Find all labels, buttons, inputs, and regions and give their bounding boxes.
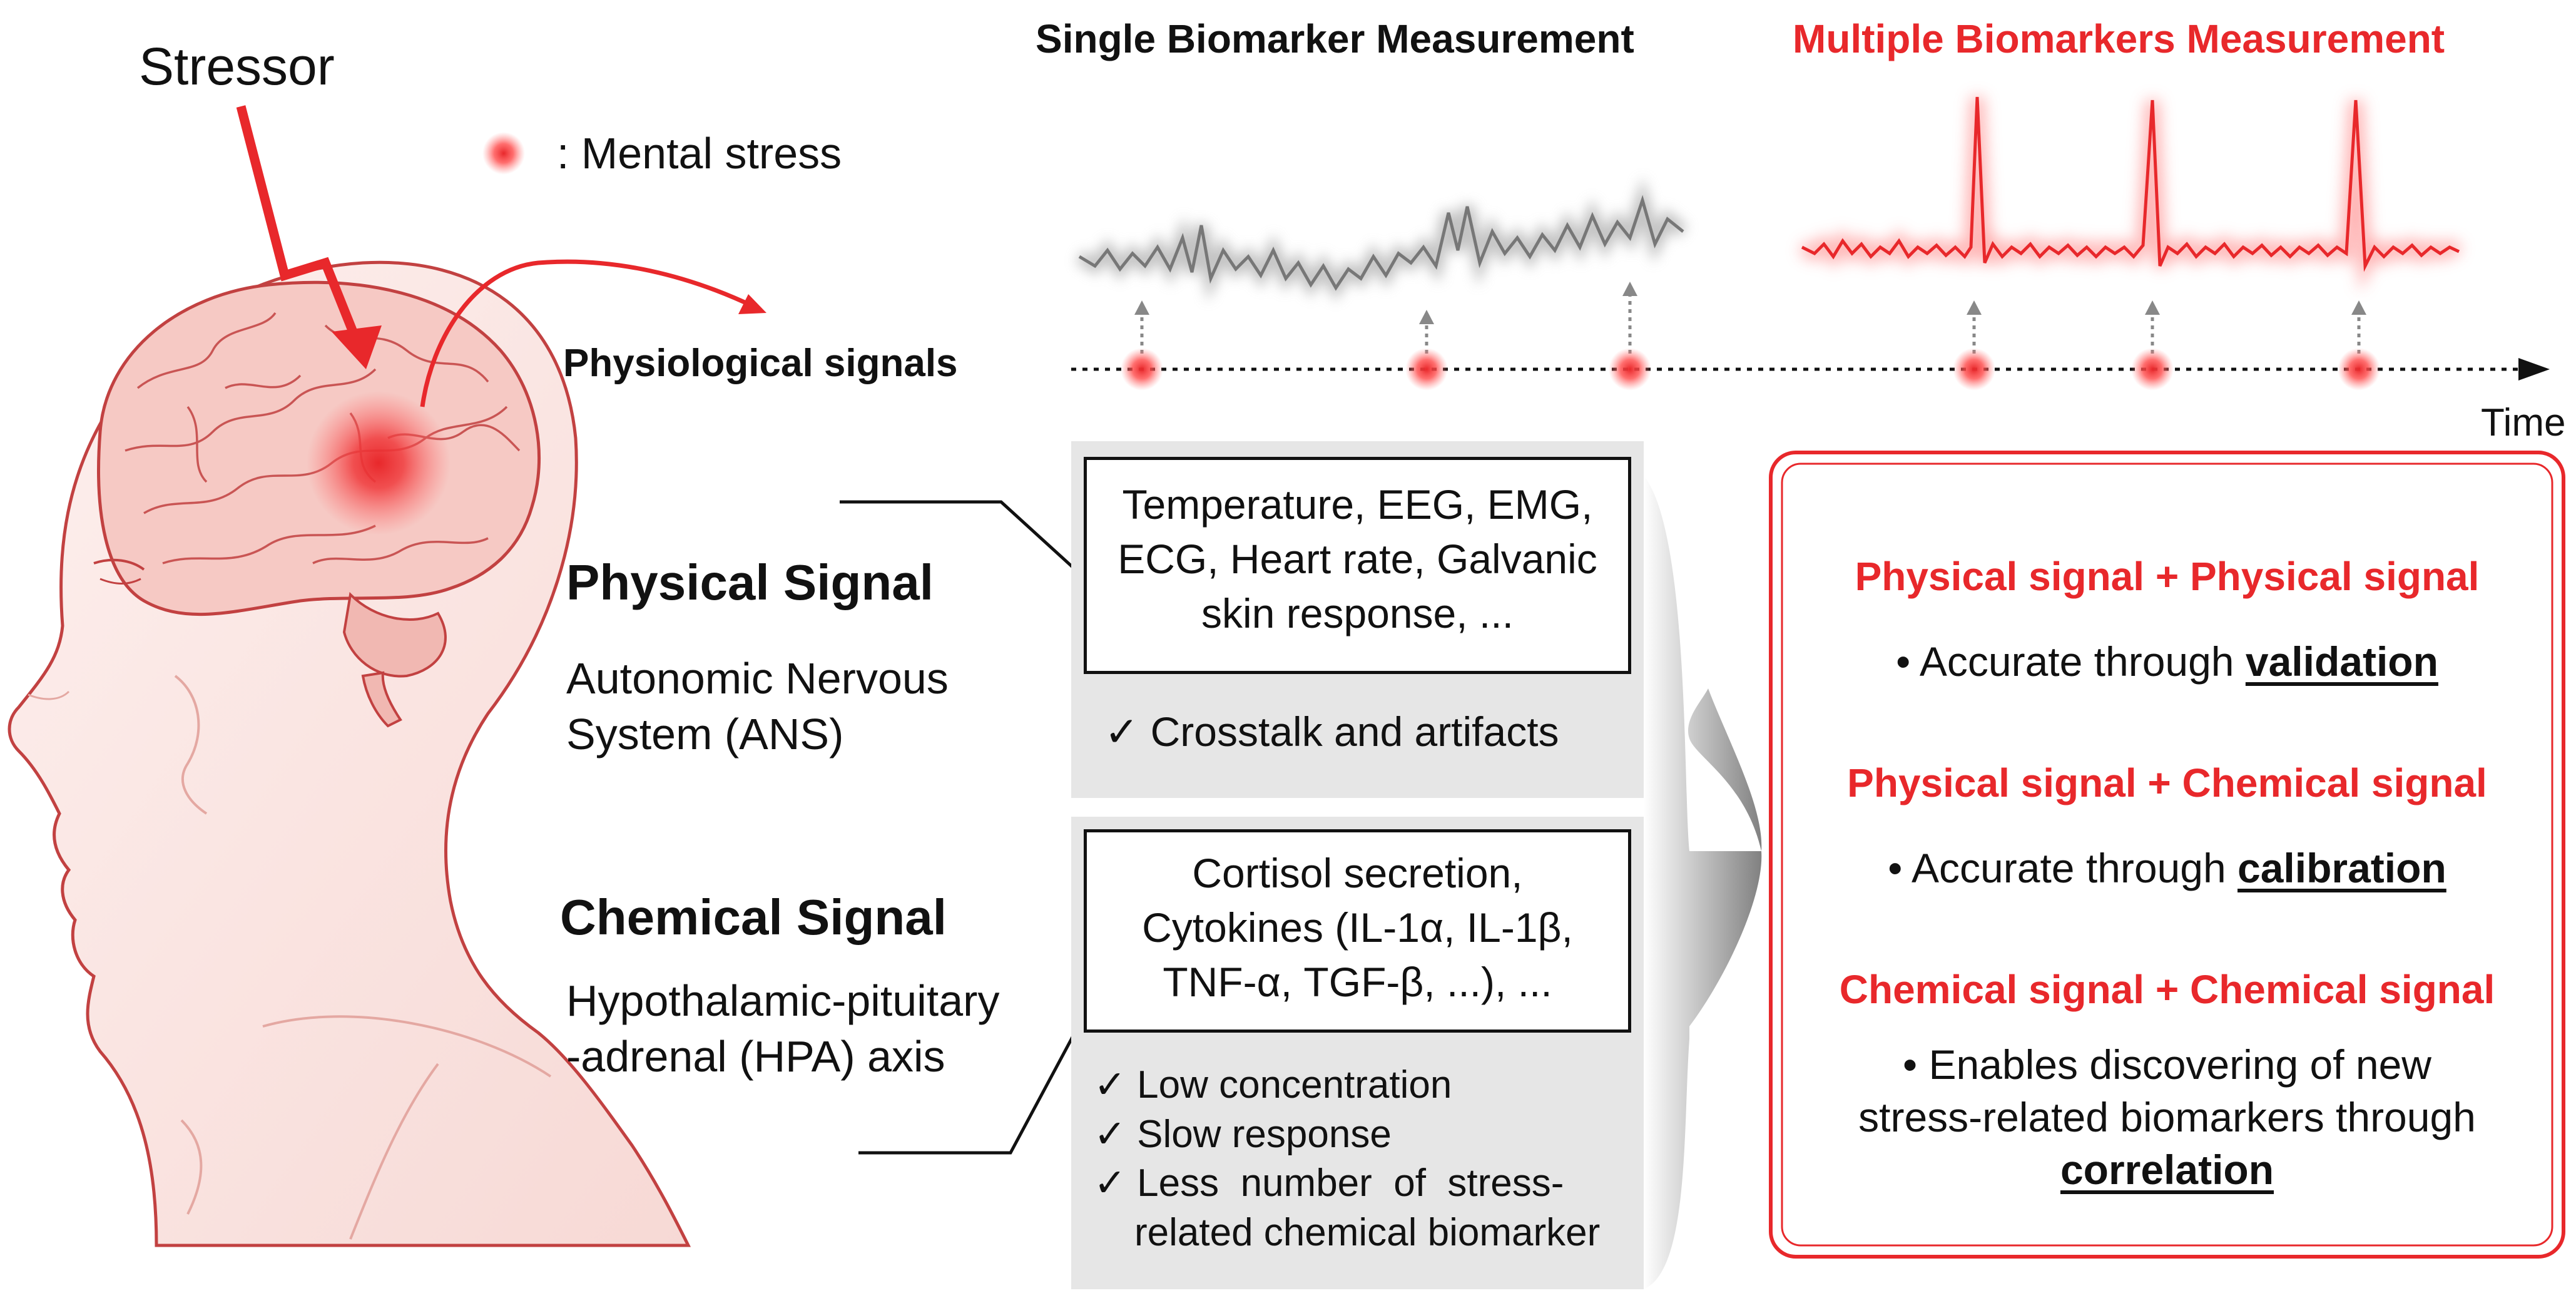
combo-2-keyword: calibration: [2237, 845, 2446, 891]
combo-3-desc: • Enables discovering of new stress-rela…: [1771, 1039, 2563, 1196]
physical-signal-subtitle: Autonomic Nervous System (ANS): [566, 651, 949, 762]
chemical-box-line1: Cortisol secretion,: [1192, 850, 1523, 896]
chemical-subtitle-line1: Hypothalamic-pituitary: [566, 976, 1000, 1025]
physical-examples-box: Temperature, EEG, EMG, ECG, Heart rate, …: [1084, 457, 1631, 674]
legend-text: : Mental stress: [557, 129, 842, 178]
combo-2-desc: • Accurate through calibration: [1771, 845, 2563, 892]
legend-dot: [482, 132, 525, 175]
combo-box-inner: [1781, 462, 2553, 1247]
physical-box-line2: ECG, Heart rate, Galvanic: [1117, 536, 1597, 583]
multiple-markers: [1953, 300, 2380, 391]
physical-subtitle-line1: Autonomic Nervous: [566, 654, 949, 703]
multiple-biomarker-signal: [1801, 96, 2460, 272]
chemical-box-line3: TNF-α, TGF-β, ...), ...: [1163, 959, 1552, 1006]
single-markers: [1121, 282, 1651, 391]
combo-1-desc: • Accurate through validation: [1771, 638, 2563, 686]
chemical-signal-subtitle: Hypothalamic-pituitary -adrenal (HPA) ax…: [566, 973, 999, 1085]
combo-2-title: Physical signal + Chemical signal: [1847, 760, 2487, 805]
combo-1-title: Physical signal + Physical signal: [1855, 554, 2480, 599]
chemical-box-line2: Cytokines (IL-1α, IL-1β,: [1142, 904, 1573, 951]
chemical-signal-title: Chemical Signal: [560, 889, 947, 945]
physical-box-line3: skin response, ...: [1201, 590, 1514, 637]
single-biomarker-signal: [1078, 195, 1684, 291]
combo-1-prefix: • Accurate through: [1896, 638, 2246, 685]
merge-arrow: [1644, 476, 1762, 1289]
brain-to-signal-arrow: [420, 259, 755, 407]
physiological-signals-label: Physiological signals: [563, 342, 958, 385]
multiple-biomarker-title: Multiple Biomarkers Measurement: [1793, 16, 2445, 61]
single-biomarker-title: Single Biomarker Measurement: [1036, 16, 1634, 61]
chemical-connector: [858, 1011, 1087, 1155]
chemical-examples-box: Cortisol secretion, Cytokines (IL-1α, IL…: [1084, 829, 1631, 1033]
combo-3-line2: stress-related biomarkers through: [1858, 1093, 2476, 1140]
stressor-bolt: [236, 105, 361, 343]
chemical-check-1: ✓ Low concentration: [1094, 1063, 1452, 1106]
combo-2-prefix: • Accurate through: [1888, 845, 2238, 891]
physical-subtitle-line2: System (ANS): [566, 709, 844, 759]
chemical-check-3b: related chemical biomarker: [1134, 1211, 1601, 1255]
time-axis-arrowhead: [2518, 358, 2550, 381]
physical-signal-title: Physical Signal: [566, 554, 934, 610]
chemical-check-3: ✓ Less number of stress-: [1094, 1162, 1564, 1205]
combo-3-line1: • Enables discovering of new: [1903, 1041, 2431, 1088]
physical-check-1: ✓ Crosstalk and artifacts: [1104, 708, 1559, 755]
stressor-label: Stressor: [139, 37, 335, 96]
combo-box-outer: [1769, 451, 2565, 1259]
chemical-check-list: ✓ Low concentration ✓ Slow response ✓ Le…: [1094, 1061, 1600, 1258]
combo-3-title: Chemical signal + Chemical signal: [1839, 967, 2495, 1012]
physical-box-line1: Temperature, EEG, EMG,: [1122, 481, 1593, 528]
chemical-subtitle-line2: -adrenal (HPA) axis: [566, 1031, 945, 1081]
physical-connector: [840, 500, 1087, 580]
chemical-check-2: ✓ Slow response: [1094, 1112, 1392, 1156]
combo-1-keyword: validation: [2245, 638, 2438, 685]
time-label: Time: [2481, 401, 2566, 444]
combo-3-keyword: correlation: [2060, 1146, 2274, 1193]
